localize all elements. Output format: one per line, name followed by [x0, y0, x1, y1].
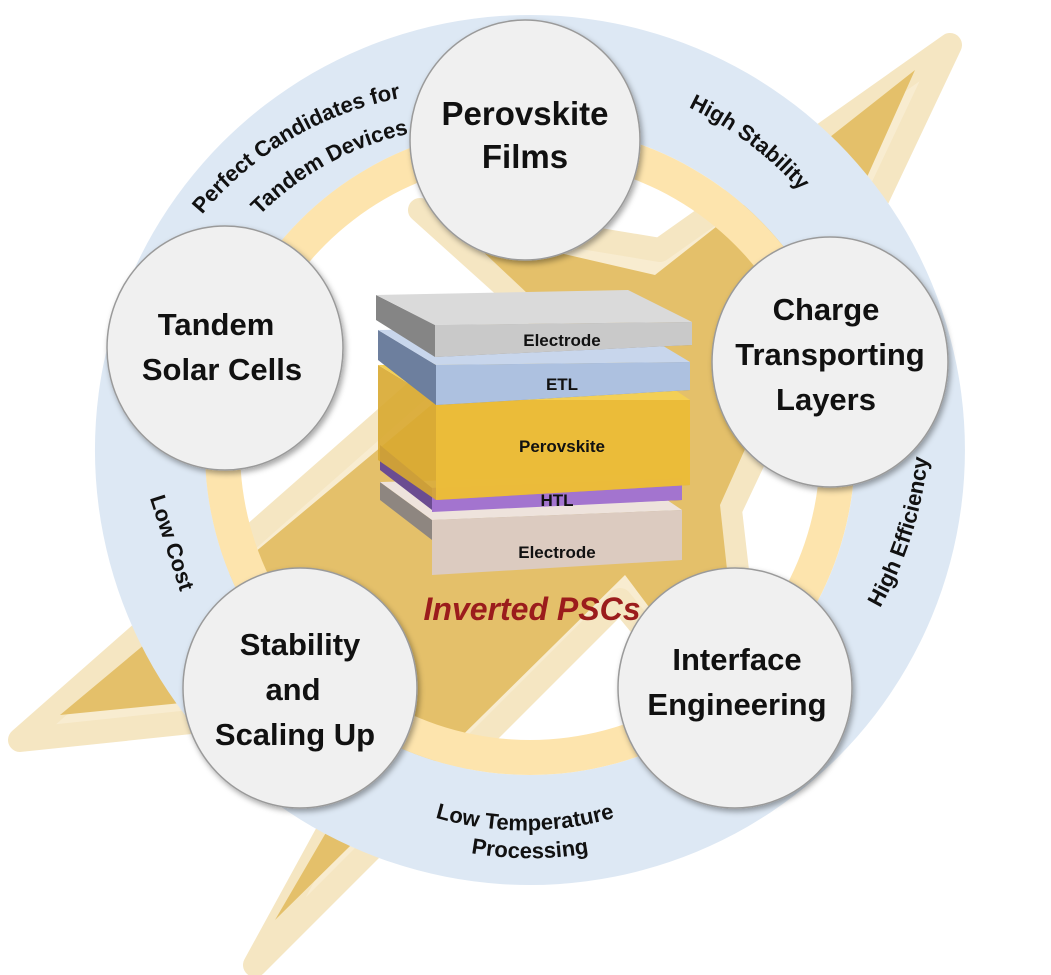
- node-label-line: and: [265, 672, 320, 707]
- node-label-line: Solar Cells: [142, 352, 302, 387]
- node-charge-transporting-layers: Charge Transporting Layers: [711, 236, 949, 488]
- layer-label-perovskite: Perovskite: [519, 437, 605, 456]
- device-stack: Electrode HTL Perovskite ETL Electrode: [376, 290, 692, 575]
- node-label-line: Perovskite: [442, 95, 609, 132]
- node-label-line: Stability: [240, 627, 361, 662]
- node-label-line: Layers: [776, 382, 876, 417]
- layer-label-top-electrode: Electrode: [523, 331, 600, 350]
- node-tandem-solar-cells: Tandem Solar Cells: [106, 225, 344, 471]
- node-label-line: Scaling Up: [215, 717, 375, 752]
- layer-label-htl: HTL: [540, 491, 573, 510]
- node-label-line: Charge: [773, 292, 880, 327]
- center-title: Inverted PSCs: [424, 591, 641, 627]
- node-stability-scaling-up: Stability and Scaling Up: [182, 567, 418, 809]
- node-interface-engineering: Interface Engineering: [617, 567, 853, 809]
- benefit-low-temperature-line2: Processing: [470, 833, 590, 863]
- node-label-line: Films: [482, 138, 568, 175]
- node-label-line: Tandem: [158, 307, 275, 342]
- node-label-line: Transporting: [735, 337, 924, 372]
- layer-label-bottom-electrode: Electrode: [518, 543, 595, 562]
- node-perovskite-films: Perovskite Films: [409, 19, 641, 261]
- node-label-line: Engineering: [647, 687, 826, 722]
- node-label-line: Interface: [672, 642, 801, 677]
- layer-top-electrode: Electrode: [376, 290, 692, 357]
- layer-label-etl: ETL: [546, 375, 578, 394]
